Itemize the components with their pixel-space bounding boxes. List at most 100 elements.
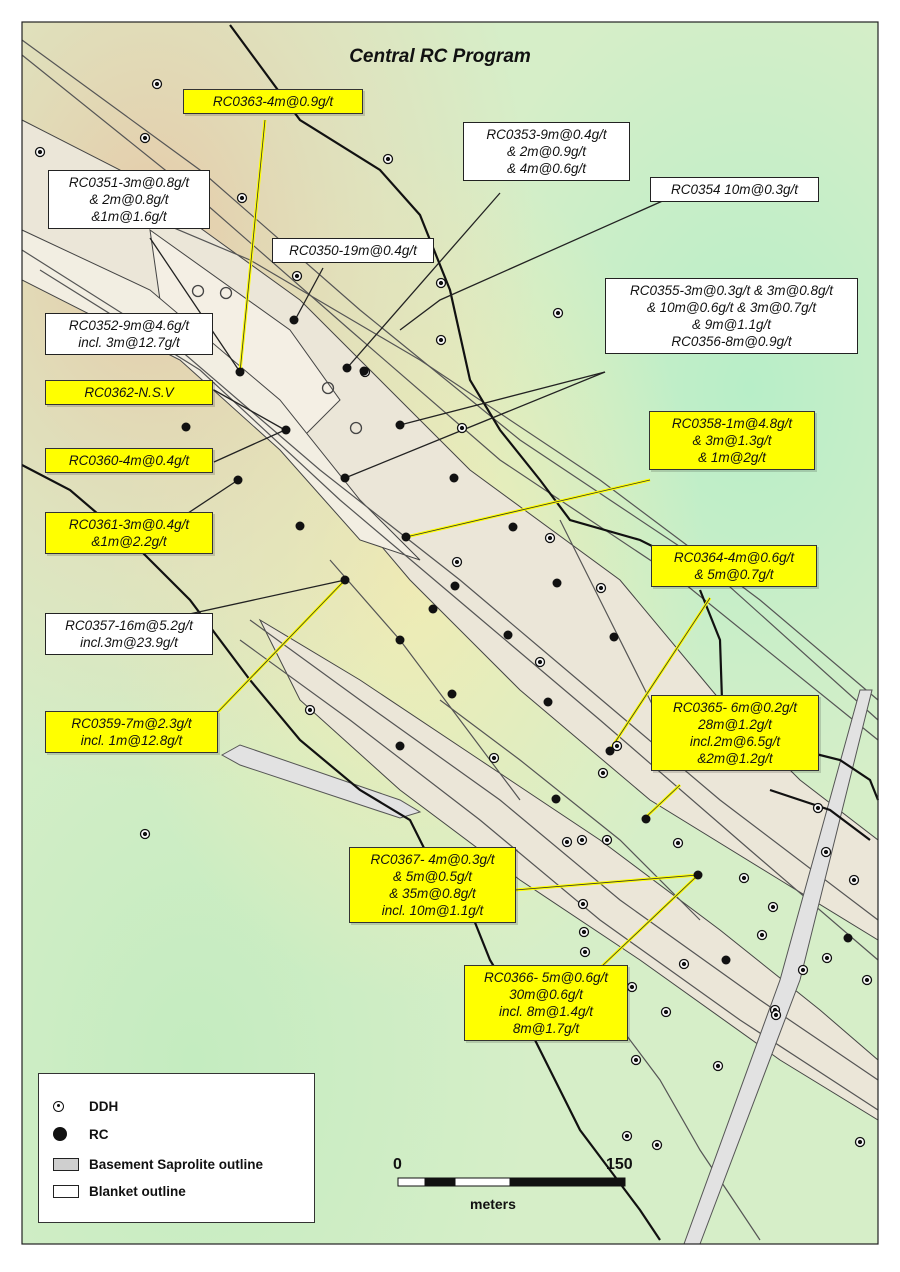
ddh-hole xyxy=(660,1006,672,1018)
ddh-hole xyxy=(151,78,163,90)
rc-hole xyxy=(449,473,459,483)
ddh-hole xyxy=(651,1139,663,1151)
label-line: incl. 3m@12.7g/t xyxy=(78,335,180,350)
legend-item-ddh: DDH xyxy=(53,1096,118,1116)
label-line: incl. 8m@1.4g/t xyxy=(499,1004,593,1019)
ddh-hole xyxy=(544,532,556,544)
rc-hole xyxy=(395,741,405,751)
rc-hole xyxy=(552,578,562,588)
ddh-hole xyxy=(854,1136,866,1148)
label-line: RC0363-4m@0.9g/t xyxy=(212,94,334,109)
ddh-hole xyxy=(770,1009,782,1021)
ddh-hole xyxy=(626,981,638,993)
legend-label: Basement Saprolite outline xyxy=(89,1156,264,1172)
ddh-hole xyxy=(797,964,809,976)
leader-lines xyxy=(129,119,712,970)
rc-hole xyxy=(508,522,518,532)
label-line: RC0350-19m@0.4g/t xyxy=(289,243,417,258)
rc-hole xyxy=(605,746,615,756)
rc-hole xyxy=(359,366,369,376)
ddh-hole xyxy=(451,556,463,568)
scale-unit: meters xyxy=(470,1196,516,1212)
label-line: RC0362-N.S.V xyxy=(84,385,174,400)
label-rc0355: RC0355-3m@0.3g/t & 3m@0.8g/t & 10m@0.6g/… xyxy=(605,278,858,354)
label-line: incl. 1m@12.8g/t xyxy=(80,733,183,748)
rc-hole xyxy=(693,870,703,880)
map-title: Central RC Program xyxy=(349,46,531,67)
label-line: RC0364-4m@0.6g/t xyxy=(673,550,795,565)
ddh-hole xyxy=(576,834,588,846)
label-line: & 5m@0.5g/t xyxy=(393,869,472,884)
label-line: 8m@1.7g/t xyxy=(512,1021,580,1036)
rc-hole xyxy=(395,635,405,645)
ddh-hole xyxy=(435,334,447,346)
label-line: & 4m@0.6g/t xyxy=(507,161,586,176)
label-rc0361: RC0361-3m@0.4g/t &1m@2.2g/t xyxy=(45,512,213,554)
label-line: RC0360-4m@0.4g/t xyxy=(68,453,190,468)
saprolite-swatch-icon xyxy=(53,1155,81,1173)
label-line: RC0352-9m@4.6g/t xyxy=(68,318,190,333)
ddh-hole xyxy=(672,837,684,849)
rc-hole xyxy=(340,473,350,483)
ddh-hole xyxy=(552,307,564,319)
label-rc0360: RC0360-4m@0.4g/t xyxy=(45,448,213,473)
ddh-hole xyxy=(597,767,609,779)
open-hole xyxy=(349,421,363,435)
rc-hole xyxy=(281,425,291,435)
label-line: & 9m@1.1g/t xyxy=(692,317,771,332)
open-circles xyxy=(191,284,363,435)
label-rc0353: RC0353-9m@0.4g/t & 2m@0.9g/t & 4m@0.6g/t xyxy=(463,122,630,181)
label-rc0365: RC0365- 6m@0.2g/t 28m@1.2g/t incl.2m@6.5… xyxy=(651,695,819,771)
ddh-hole xyxy=(456,422,468,434)
label-line: RC0354 10m@0.3g/t xyxy=(670,182,799,197)
label-line: &1m@2.2g/t xyxy=(91,534,167,549)
label-line: & 1m@2g/t xyxy=(698,450,766,465)
ddh-hole xyxy=(139,132,151,144)
legend-item-blanket: Blanket outline xyxy=(53,1181,186,1201)
label-line: & 10m@0.6g/t & 3m@0.7g/t xyxy=(646,300,817,315)
rc-hole xyxy=(450,581,460,591)
scale-start: 0 xyxy=(393,1156,402,1173)
open-hole xyxy=(191,284,205,298)
label-line: & 2m@0.8g/t xyxy=(89,192,169,207)
label-line: RC0359-7m@2.3g/t xyxy=(71,716,192,731)
rc-hole xyxy=(447,689,457,699)
rc-hole xyxy=(609,632,619,642)
label-rc0359: RC0359-7m@2.3g/t incl. 1m@12.8g/t xyxy=(45,711,218,753)
ddh-hole xyxy=(738,872,750,884)
label-line: &1m@1.6g/t xyxy=(91,209,167,224)
rc-hole xyxy=(401,532,411,542)
rc-hole xyxy=(551,794,561,804)
ddh-hole xyxy=(579,946,591,958)
rc-hole xyxy=(543,697,553,707)
label-rc0354: RC0354 10m@0.3g/t xyxy=(650,177,819,202)
ddh-hole xyxy=(236,192,248,204)
ddh-icon xyxy=(53,1097,81,1115)
label-line: 30m@0.6g/t xyxy=(509,987,583,1002)
label-line: &2m@1.2g/t xyxy=(697,751,773,766)
map-frame xyxy=(21,21,879,1245)
label-rc0352: RC0352-9m@4.6g/t incl. 3m@12.7g/t xyxy=(45,313,213,355)
rc-hole xyxy=(721,955,731,965)
ddh-hole xyxy=(767,901,779,913)
ddh-hole xyxy=(821,952,833,964)
rc-hole xyxy=(428,604,438,614)
label-line: RC0357-16m@5.2g/t xyxy=(65,618,193,633)
label-line: RC0358-1m@4.8g/t xyxy=(671,416,793,431)
ddh-hole xyxy=(756,929,768,941)
rc-holes xyxy=(181,315,853,965)
label-line: & 5m@0.7g/t xyxy=(694,567,774,582)
ddh-hole xyxy=(630,1054,642,1066)
ddh-hole xyxy=(678,958,690,970)
ddh-hole xyxy=(848,874,860,886)
label-line: RC0351-3m@0.8g/t xyxy=(68,175,190,190)
legend-item-rc: RC xyxy=(53,1124,109,1144)
ddh-hole xyxy=(578,926,590,938)
scale-end: 150 xyxy=(606,1156,633,1173)
label-line: RC0367- 4m@0.3g/t xyxy=(370,852,495,867)
rc-hole xyxy=(503,630,513,640)
rc-hole xyxy=(181,422,191,432)
label-rc0351: RC0351-3m@0.8g/t & 2m@0.8g/t &1m@1.6g/t xyxy=(48,170,210,229)
ddh-hole xyxy=(291,270,303,282)
label-line: RC0353-9m@0.4g/t xyxy=(486,127,607,142)
